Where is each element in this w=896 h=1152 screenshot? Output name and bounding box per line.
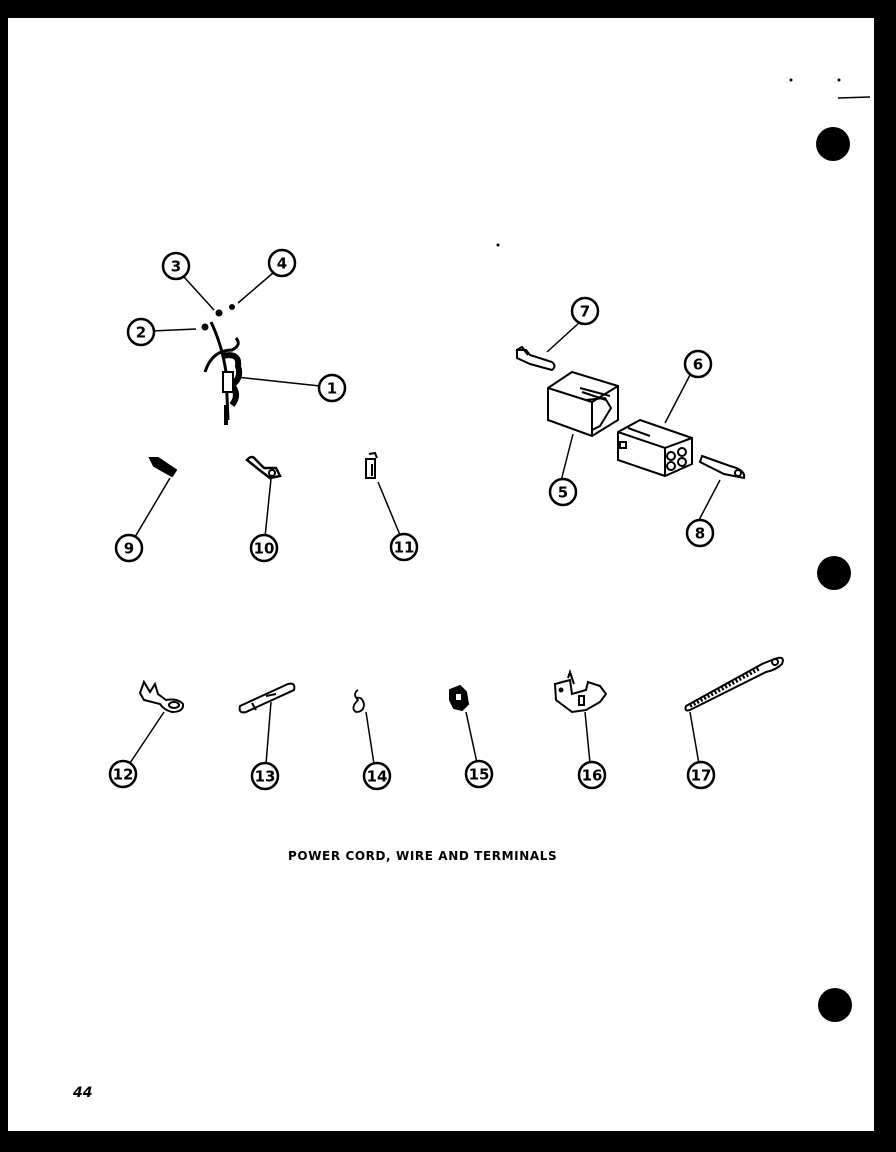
scan-border-bottom: [0, 1131, 896, 1152]
socket-terminal-icon: [698, 454, 746, 480]
callout-11: 11: [389, 532, 419, 562]
svg-text:9: 9: [124, 540, 134, 558]
callout-6: 6: [683, 349, 713, 379]
callout-8: 8: [685, 518, 715, 548]
quick-connect-terminal-icon: [245, 455, 282, 480]
spade-terminal-icon: [148, 457, 178, 478]
callout-12: 12: [108, 759, 138, 789]
svg-text:6: 6: [693, 356, 703, 374]
callout-4: 4: [267, 248, 297, 278]
callout-3: 3: [161, 251, 191, 281]
svg-text:5: 5: [558, 484, 568, 502]
svg-text:7: 7: [580, 303, 590, 321]
svg-text:16: 16: [582, 767, 603, 785]
ring-terminal-icon: [138, 679, 185, 714]
cable-tie-icon: [684, 656, 784, 712]
pin-terminal-icon: [516, 345, 556, 372]
document-page: [8, 18, 874, 1131]
svg-text:15: 15: [469, 766, 490, 784]
svg-text:8: 8: [695, 525, 705, 543]
binder-hole-top-icon: [816, 127, 850, 161]
svg-text:3: 3: [171, 258, 181, 276]
connector-housing-female-icon: [547, 370, 619, 438]
svg-text:12: 12: [113, 766, 134, 784]
callout-9: 9: [114, 533, 144, 563]
page-number: 44: [73, 1085, 93, 1101]
callout-13: 13: [250, 761, 280, 791]
callout-17: 17: [686, 760, 716, 790]
callout-7: 7: [570, 296, 600, 326]
svg-text:1: 1: [327, 380, 337, 398]
binder-hole-middle-icon: [817, 556, 851, 590]
wire-nut-icon: [449, 684, 470, 712]
callout-16: 16: [577, 760, 607, 790]
svg-text:10: 10: [254, 540, 275, 558]
butt-splice-icon: [238, 682, 296, 714]
power-cord-icon: [201, 304, 243, 425]
tab-terminal-icon: [365, 451, 378, 479]
connector-housing-male-icon: [617, 418, 693, 478]
binder-hole-bottom-icon: [818, 988, 852, 1022]
callout-10: 10: [249, 533, 279, 563]
terminal-bracket-icon: [553, 668, 608, 714]
svg-text:4: 4: [277, 255, 287, 273]
diagram-title: POWER CORD, WIRE AND TERMINALS: [288, 849, 558, 863]
callout-1: 1: [317, 373, 347, 403]
callout-2: 2: [126, 317, 156, 347]
svg-text:11: 11: [394, 539, 415, 557]
callout-15: 15: [464, 759, 494, 789]
wire-clip-icon: [352, 689, 365, 713]
svg-text:13: 13: [255, 768, 276, 786]
svg-text:17: 17: [691, 767, 712, 785]
svg-text:14: 14: [367, 768, 388, 786]
callout-5: 5: [548, 477, 578, 507]
callout-14: 14: [362, 761, 392, 791]
svg-text:2: 2: [136, 324, 146, 342]
